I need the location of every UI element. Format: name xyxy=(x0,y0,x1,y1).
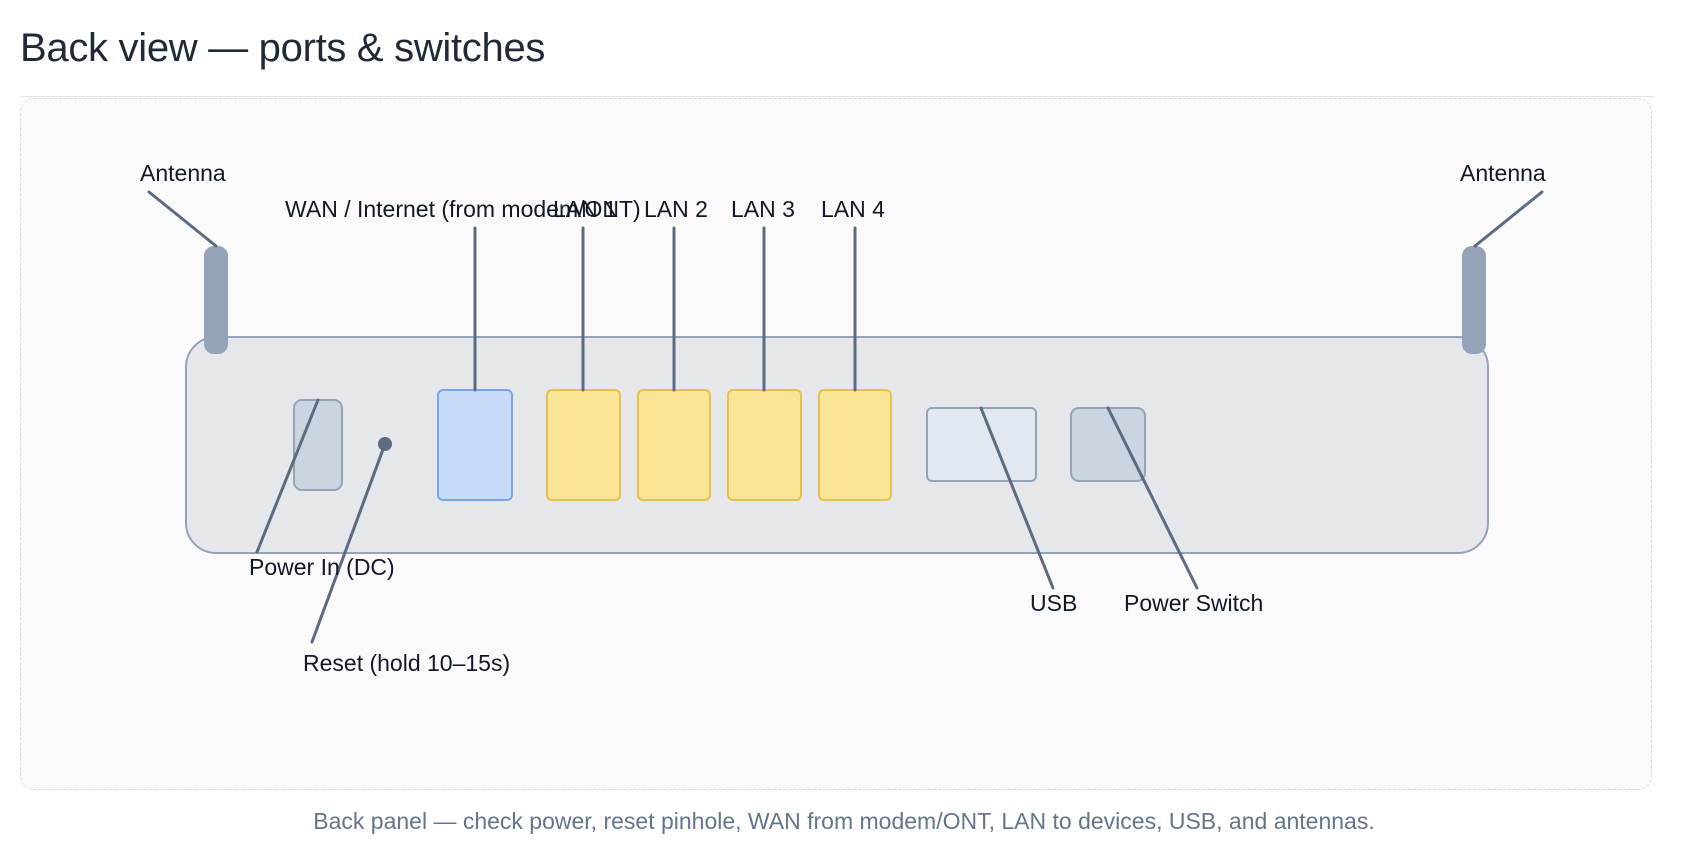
leader-power-switch xyxy=(1106,406,1199,590)
leader-antenna-left xyxy=(147,190,218,248)
label-antenna-right: Antenna xyxy=(1460,160,1546,186)
label-lan-3: LAN 3 xyxy=(731,196,795,222)
power-switch xyxy=(1070,407,1146,482)
label-wan: WAN / Internet (from modem/ONT) xyxy=(285,196,641,222)
router-back-panel-diagram: Antenna Antenna WAN / Internet (from mod… xyxy=(140,160,1546,676)
figure-caption: Back panel — check power, reset pinhole,… xyxy=(313,808,1375,834)
usb-port xyxy=(926,407,1037,482)
lan-port-1 xyxy=(546,389,621,501)
antenna-left xyxy=(204,246,228,354)
label-antenna-left: Antenna xyxy=(140,160,226,186)
antenna-right xyxy=(1462,246,1486,354)
label-power-in: Power In (DC) xyxy=(249,554,395,580)
title-divider xyxy=(20,96,1654,97)
leader-usb xyxy=(979,406,1055,590)
label-power-switch: Power Switch xyxy=(1124,590,1263,616)
leader-antenna-right xyxy=(1473,190,1544,248)
wan-port xyxy=(437,389,513,501)
leader-power-in xyxy=(255,398,320,554)
label-lan-4: LAN 4 xyxy=(821,196,885,222)
lan-port-4 xyxy=(818,389,892,501)
leader-reset xyxy=(310,442,387,644)
label-lan-1: LAN 1 xyxy=(553,196,617,222)
lan-port-3 xyxy=(727,389,802,501)
label-reset: Reset (hold 10–15s) xyxy=(303,650,510,676)
page-title: Back view — ports & switches xyxy=(20,26,546,70)
lan-port-2 xyxy=(637,389,711,501)
label-lan-2: LAN 2 xyxy=(644,196,708,222)
label-usb: USB xyxy=(1030,590,1077,616)
